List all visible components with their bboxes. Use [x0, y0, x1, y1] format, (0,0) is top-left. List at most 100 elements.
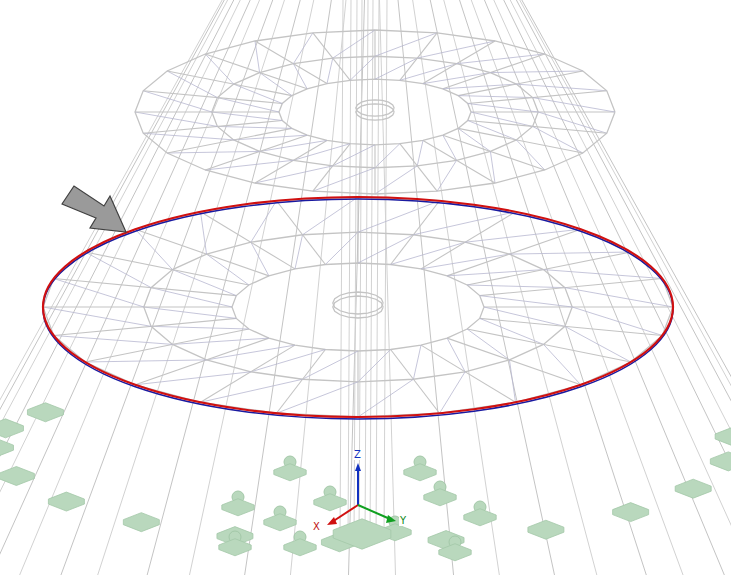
radial-beam — [391, 350, 440, 414]
axis-label: Z — [353, 450, 362, 460]
radial-beam — [468, 91, 607, 104]
support-plate — [0, 419, 23, 438]
brace — [421, 254, 509, 269]
radial-beam — [443, 135, 545, 170]
y-axis — [358, 505, 390, 519]
radial-beam — [54, 318, 237, 335]
radial-beam — [423, 41, 495, 84]
support-plate — [48, 492, 84, 511]
brace — [43, 307, 151, 326]
core-line — [370, 0, 373, 540]
radial-beam — [135, 111, 279, 112]
support-plate — [264, 514, 296, 531]
brace — [251, 201, 277, 242]
radial-beam — [480, 279, 663, 296]
brace — [413, 212, 515, 235]
brace — [255, 41, 260, 73]
radial-beam — [421, 212, 516, 269]
support-plate — [710, 452, 731, 471]
inner-ring — [279, 79, 471, 145]
brace — [468, 104, 538, 112]
brace — [480, 296, 572, 307]
brace — [533, 126, 583, 153]
brace — [480, 318, 544, 344]
core-ring — [356, 104, 394, 120]
support-plate — [404, 464, 436, 481]
support-plate — [222, 499, 254, 516]
pointer-arrow — [62, 186, 126, 232]
brace — [293, 144, 350, 161]
radial-beam — [467, 252, 631, 285]
radial-beam — [458, 71, 583, 96]
brace — [400, 64, 457, 81]
brace — [375, 58, 417, 79]
brace — [255, 166, 333, 183]
column-line — [349, 0, 365, 575]
radial-beam — [276, 201, 325, 265]
brace — [509, 360, 515, 402]
x-axis — [332, 505, 358, 522]
radial-beam — [167, 128, 292, 153]
brace — [533, 98, 615, 112]
radial-beam — [143, 120, 282, 133]
radial-beam — [201, 345, 296, 402]
z-head — [355, 463, 361, 471]
brace — [509, 252, 630, 254]
brace — [167, 151, 259, 153]
brace — [358, 235, 413, 263]
support-plate — [219, 539, 251, 556]
column-line — [494, 0, 731, 575]
brace — [458, 96, 533, 98]
brace — [391, 242, 465, 264]
outer-ring — [135, 30, 615, 194]
brace — [303, 351, 358, 379]
brace — [333, 30, 375, 58]
brace — [417, 140, 423, 165]
brace — [468, 120, 517, 139]
brace — [260, 140, 327, 151]
column-line — [0, 0, 240, 575]
brace — [207, 254, 249, 285]
radial-beam — [400, 144, 437, 192]
brace — [467, 329, 509, 360]
brace — [375, 144, 400, 168]
selected-ring — [43, 197, 673, 417]
support-plate — [0, 438, 13, 457]
x-head — [327, 517, 337, 525]
core-line — [365, 0, 368, 540]
brace — [565, 326, 631, 362]
brace — [484, 307, 565, 326]
support-plate — [424, 489, 456, 506]
support-plate — [613, 503, 649, 522]
radial-beam — [135, 229, 269, 276]
brace — [375, 166, 417, 194]
column-line — [61, 0, 273, 575]
radial-beam — [484, 306, 673, 307]
brace — [303, 197, 358, 235]
radial-beam — [255, 140, 327, 183]
support-plate — [675, 479, 711, 498]
radial-beam — [423, 140, 495, 183]
brace — [143, 133, 233, 140]
brace — [327, 58, 333, 83]
brace — [467, 285, 565, 288]
radial-beam — [54, 279, 237, 296]
brace — [440, 372, 466, 413]
axis-label: X — [312, 522, 321, 532]
radial-beam — [205, 54, 307, 89]
brace — [437, 160, 456, 191]
column-line — [430, 0, 554, 575]
brace — [490, 71, 582, 73]
brace — [201, 212, 207, 254]
brace — [471, 112, 533, 126]
radial-beam — [421, 345, 516, 402]
radial-beam — [400, 33, 437, 81]
support-plate — [715, 427, 731, 446]
y-head — [386, 515, 396, 523]
brace — [358, 379, 413, 417]
radial-beam — [255, 41, 327, 84]
radial-beam — [85, 329, 249, 362]
brace — [293, 33, 312, 64]
brace — [333, 145, 375, 166]
